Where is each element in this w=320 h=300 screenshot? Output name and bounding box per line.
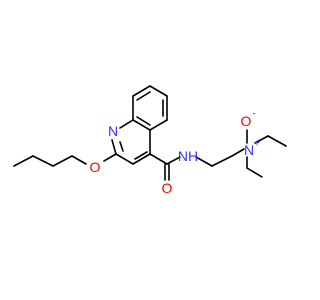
ammonium-positive-charge: +: [254, 139, 260, 150]
ether-oxygen-label: O: [90, 159, 101, 175]
butoxy-chain: [13, 153, 117, 167]
pyridine-ring: [111, 119, 151, 165]
bond: [132, 119, 151, 131]
bond: [267, 135, 287, 147]
double-bond-inner: [136, 91, 151, 101]
bond: [103, 153, 117, 162]
carbonyl-oxygen-label: O: [162, 180, 173, 196]
bond: [195, 156, 213, 167]
amide-nh-label: NH: [178, 148, 198, 164]
bond: [149, 85, 168, 97]
oxide-negative-charge: -: [252, 109, 255, 120]
ring-nitrogen-label: N: [108, 123, 118, 139]
oxide-oxygen-label: O: [241, 113, 252, 129]
bond: [111, 139, 117, 155]
bond: [149, 153, 168, 165]
bond: [13, 155, 34, 167]
double-bond-inner: [119, 141, 124, 152]
bond: [52, 155, 73, 167]
bond: [119, 119, 134, 129]
bond: [166, 156, 181, 165]
bond: [115, 153, 134, 165]
double-bond-inner: [136, 116, 151, 126]
carboxamide-group: [149, 153, 181, 181]
bond: [71, 155, 87, 165]
chemical-structure-diagram: N O O NH N + O -: [13, 85, 287, 196]
ammonium-nitrogen-label: N: [244, 142, 254, 158]
bond: [132, 85, 151, 97]
bond: [132, 153, 151, 165]
benzo-ring: [132, 85, 168, 131]
bond: [254, 135, 269, 144]
ethyl-amine-oxide-chain: [195, 129, 287, 178]
bond: [32, 155, 54, 167]
bond: [246, 167, 263, 178]
bond: [231, 148, 245, 157]
bond: [211, 155, 233, 167]
bond: [149, 119, 168, 131]
double-bond-inner: [134, 151, 148, 160]
